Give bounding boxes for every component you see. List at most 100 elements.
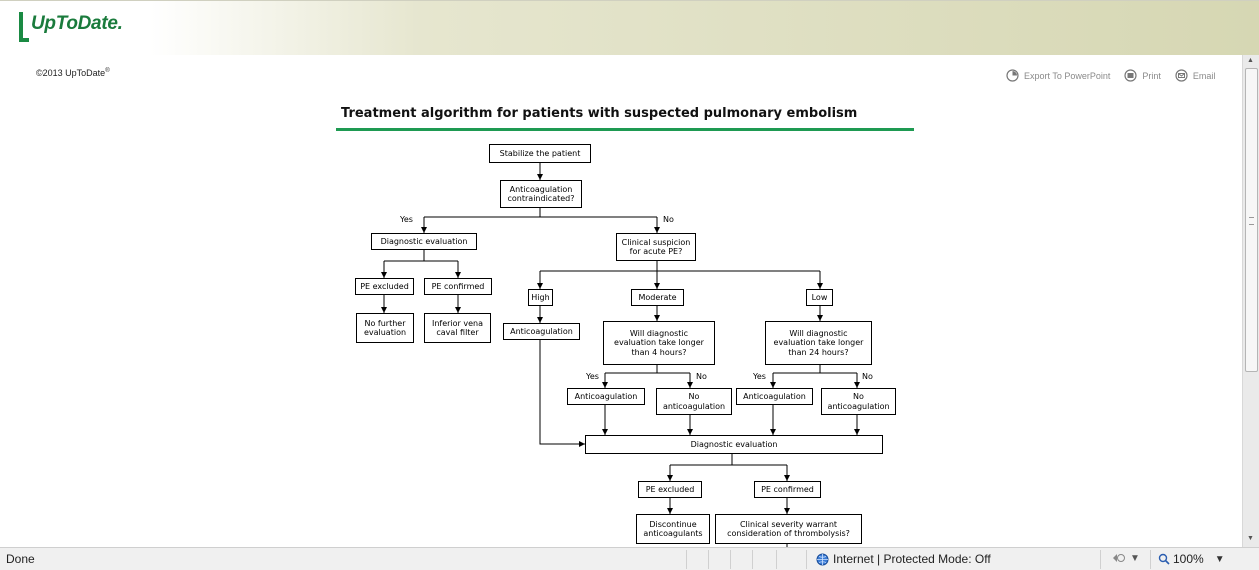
export-powerpoint-link[interactable]: Export To PowerPoint xyxy=(1006,69,1110,82)
zoom-control[interactable]: 100% ▼ xyxy=(1158,552,1225,566)
flow-node-ac-mod: Anticoagulation xyxy=(567,388,645,405)
flow-node-noac-mod: No anticoagulation xyxy=(656,388,732,415)
zoom-icon xyxy=(1158,553,1170,565)
print-label: Print xyxy=(1142,70,1161,81)
flow-arrowhead xyxy=(854,382,860,388)
flow-arrowhead xyxy=(654,227,660,233)
flow-node-ac-high: Anticoagulation xyxy=(503,323,580,340)
protected-mode-menu[interactable]: ▼ xyxy=(1112,552,1140,564)
flow-arrowhead xyxy=(602,382,608,388)
flow-node-high: High xyxy=(528,289,553,306)
figure-title: Treatment algorithm for patients with su… xyxy=(341,106,858,121)
security-zone[interactable]: Internet | Protected Mode: Off xyxy=(816,552,991,566)
export-icon xyxy=(1006,69,1019,82)
globe-icon xyxy=(816,553,829,565)
flow-node-noac-low: No anticoagulation xyxy=(821,388,896,415)
zone-text: Internet | Protected Mode: Off xyxy=(833,552,991,566)
flow-arrowhead xyxy=(455,272,461,278)
flow-arrowhead xyxy=(687,429,693,435)
flow-arrowhead xyxy=(667,508,673,514)
vertical-scrollbar[interactable]: ▲ ▼ xyxy=(1242,55,1259,547)
flow-arrowhead xyxy=(602,429,608,435)
flow-arrowhead xyxy=(537,317,543,323)
edge-label-yes-low: Yes xyxy=(753,372,766,381)
flow-node-moderate: Moderate xyxy=(631,289,684,306)
flow-arrowhead xyxy=(817,283,823,289)
status-separator xyxy=(806,550,807,569)
flow-arrowhead xyxy=(770,429,776,435)
scroll-thumb[interactable] xyxy=(1245,68,1258,372)
flow-arrowhead xyxy=(784,475,790,481)
flow-arrowhead xyxy=(421,227,427,233)
email-icon xyxy=(1175,69,1188,82)
popup-blocker-icon xyxy=(1113,554,1125,562)
title-rule xyxy=(336,128,914,131)
flow-node-ac-contra: Anticoagulation contraindicated? xyxy=(500,180,582,208)
registered-mark: ® xyxy=(105,68,110,74)
flow-arrowhead xyxy=(687,382,693,388)
flow-arrowhead xyxy=(455,307,461,313)
edge-label-yes-contra: Yes xyxy=(400,215,413,224)
status-separator xyxy=(752,550,753,569)
flow-arrowhead xyxy=(667,475,673,481)
flow-arrowhead xyxy=(381,307,387,313)
flow-node-pe-conf-left: PE confirmed xyxy=(424,278,492,295)
status-bar: Done Internet | Protected Mode: Off ▼ 10… xyxy=(0,547,1259,570)
print-link[interactable]: Print xyxy=(1124,69,1161,82)
status-separator xyxy=(730,550,731,569)
edge-label-yes-mod: Yes xyxy=(586,372,599,381)
status-separator xyxy=(776,550,777,569)
scroll-down-icon[interactable]: ▼ xyxy=(1247,535,1254,542)
graphic-tools: Export To PowerPoint Print Email xyxy=(1006,69,1215,82)
flow-arrowhead xyxy=(537,283,543,289)
flow-node-severity: Clinical severity warrant consideration … xyxy=(715,514,862,544)
flow-node-discontinue: Discontinue anticoagulants xyxy=(636,514,710,544)
export-label: Export To PowerPoint xyxy=(1024,70,1111,81)
flow-node-clin-susp: Clinical suspicion for acute PE? xyxy=(616,233,696,261)
print-icon xyxy=(1124,69,1137,82)
logo-bracket-icon xyxy=(19,12,29,42)
zoom-chevron-icon: ▼ xyxy=(1214,553,1225,565)
flow-node-ac-low: Anticoagulation xyxy=(736,388,813,405)
flow-arrowhead xyxy=(381,272,387,278)
flow-node-diag-eval-main: Diagnostic evaluation xyxy=(585,435,883,454)
logo-text: UpToDate. xyxy=(31,13,123,34)
flow-node-pe-conf-bottom: PE confirmed xyxy=(754,481,821,498)
scroll-up-icon[interactable]: ▲ xyxy=(1247,57,1254,64)
status-separator xyxy=(708,550,709,569)
content-area: ©2013 UpToDate® Export To PowerPoint Pri… xyxy=(0,55,1242,547)
flow-arrowhead xyxy=(654,315,660,321)
email-label: Email xyxy=(1192,70,1216,81)
edge-label-no-low: No xyxy=(862,372,873,381)
flow-node-stabilize: Stabilize the patient xyxy=(489,144,591,163)
flow-node-pe-excl-left: PE excluded xyxy=(355,278,414,295)
flow-connector xyxy=(539,340,585,445)
flow-arrowhead xyxy=(817,315,823,321)
flow-node-no-further: No further evaluation xyxy=(356,313,414,343)
flow-arrowhead xyxy=(579,441,585,447)
uptodate-logo[interactable]: UpToDate. xyxy=(19,10,123,46)
edge-label-no-contra: No xyxy=(663,215,674,224)
flow-node-low: Low xyxy=(806,289,833,306)
copyright-notice: ©2013 UpToDate® xyxy=(36,68,110,78)
flow-arrowhead xyxy=(770,382,776,388)
flow-node-will-mod: Will diagnostic evaluation take longer t… xyxy=(603,321,715,365)
flow-arrowhead xyxy=(654,283,660,289)
scroll-grip-icon xyxy=(1249,217,1254,225)
email-link[interactable]: Email xyxy=(1175,69,1216,82)
flowchart-connectors xyxy=(381,163,860,547)
flow-node-will-low: Will diagnostic evaluation take longer t… xyxy=(765,321,872,365)
flow-node-ivc-filter: Inferior vena caval filter xyxy=(424,313,491,343)
status-separator xyxy=(1100,550,1101,569)
status-separator xyxy=(686,550,687,569)
edge-label-no-mod: No xyxy=(696,372,707,381)
zoom-level: 100% xyxy=(1173,552,1204,566)
flow-node-pe-excl-bottom: PE excluded xyxy=(638,481,702,498)
status-separator xyxy=(1150,550,1151,569)
flow-node-diag-eval-left: Diagnostic evaluation xyxy=(371,233,477,250)
copyright-text: ©2013 UpToDate xyxy=(36,68,106,78)
chevron-down-icon: ▼ xyxy=(1130,552,1140,564)
status-text: Done xyxy=(6,552,35,566)
site-header: UpToDate. xyxy=(0,0,1259,55)
